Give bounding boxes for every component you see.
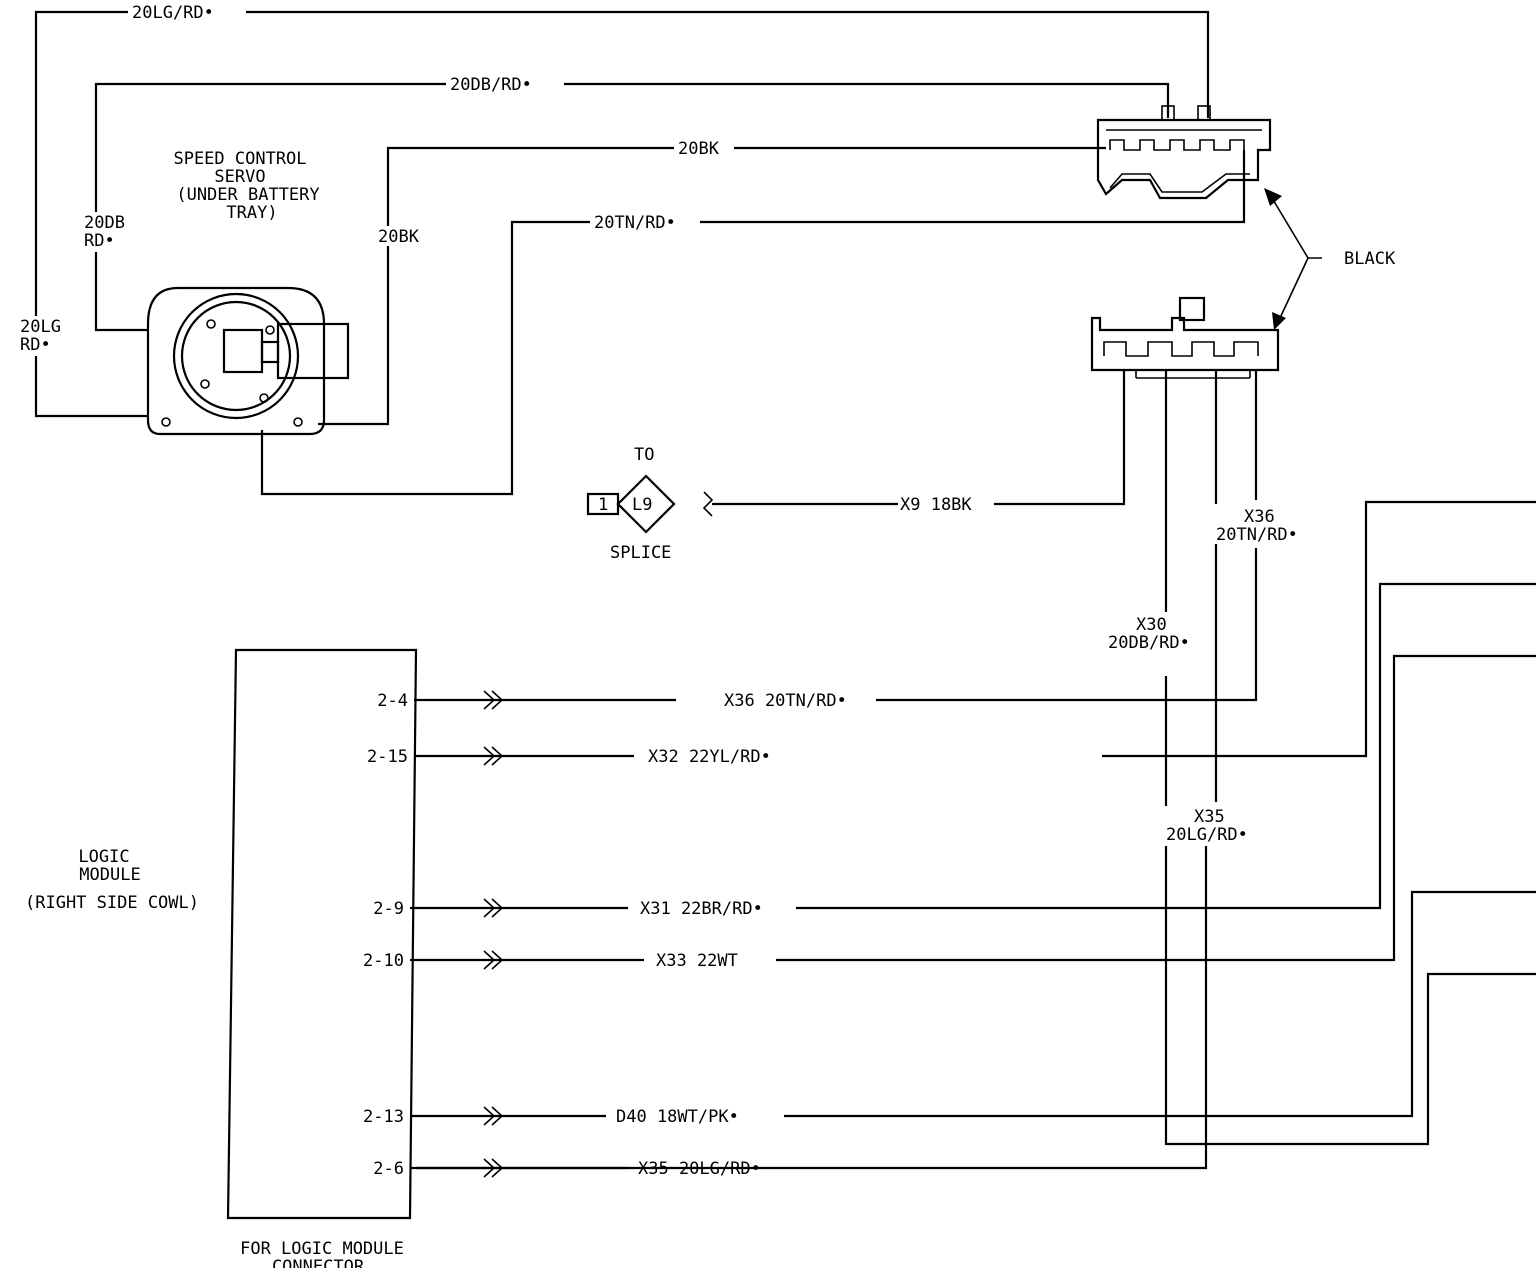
wire-label-20db-left-1: 20DB	[84, 213, 125, 233]
bg	[1104, 614, 1214, 654]
harness-x30-1: X30	[1136, 615, 1167, 635]
servo-wire-20bk	[318, 146, 1106, 426]
wire-label-20tn-top: 20TN/RD•	[594, 213, 676, 233]
bg	[128, 2, 246, 22]
wire-label-20lg-left-1: 20LG	[20, 317, 61, 337]
pin-row-2-13: 2-13 D40 18WT/PK•	[363, 1106, 739, 1127]
servo-connector-top	[1096, 105, 1272, 200]
logic-module-title: LOGIC MODULE (RIGHT SIDE COWL)	[25, 847, 199, 913]
servo-wire-20tn	[260, 150, 1246, 496]
servo-title-line-2: SERVO	[214, 167, 265, 187]
splice-label: SPLICE	[610, 543, 671, 563]
logic-module-pins: 2-4 X36 20TN/RD• 2-15 X32 22YL/RD• 2-9 X31 22…	[363, 690, 847, 1179]
servo-wire-20db	[94, 82, 1170, 332]
wire-label-20lg-left-2: RD•	[20, 335, 51, 355]
pin-row-2-6: 2-6 X35 20LG/RD•	[373, 1158, 761, 1179]
bg	[674, 138, 734, 158]
splice-to-label: TO	[634, 445, 654, 465]
pin-number: 2-10	[363, 951, 404, 971]
pin-row-2-4: 2-4 X36 20TN/RD•	[377, 690, 847, 711]
wire-label-20lg-top: 20LG/RD•	[132, 3, 214, 23]
bg	[898, 494, 994, 514]
logic-module: LOGIC MODULE (RIGHT SIDE COWL) FOR LOGIC…	[25, 648, 418, 1268]
splice-pin: 1	[598, 495, 608, 515]
logic-module-title-2: MODULE	[79, 865, 140, 885]
logic-module-title-1: LOGIC	[78, 847, 129, 867]
connector-color-callout: BLACK	[1264, 188, 1396, 330]
pin-wire-label: X32 22YL/RD•	[648, 747, 771, 767]
speed-control-servo	[146, 286, 350, 436]
pin-number: 2-13	[363, 1107, 404, 1127]
harness-x36-1: X36	[1244, 507, 1275, 527]
pin-wire-label: X31 22BR/RD•	[640, 899, 763, 919]
pin-wire-label: X35 20LG/RD•	[638, 1159, 761, 1179]
harness-connector-mid	[1090, 296, 1280, 379]
servo-title: SPEED CONTROL SERVO (UNDER BATTERY TRAY)	[173, 149, 319, 223]
pin-wire-label: X36 20TN/RD•	[724, 691, 847, 711]
bg	[1164, 806, 1274, 846]
bg	[374, 226, 434, 246]
pin-row-2-10: 2-10 X33 22WT	[363, 950, 738, 971]
pin-number: 2-6	[373, 1159, 404, 1179]
bg	[446, 74, 564, 94]
pin-row-2-15: 2-15 X32 22YL/RD•	[367, 746, 771, 767]
connector-caption-1: FOR LOGIC MODULE	[240, 1239, 404, 1259]
wire-label-20bk-top: 20BK	[678, 139, 720, 159]
bg	[590, 212, 700, 232]
harness-x36-2: 20TN/RD•	[1216, 525, 1298, 545]
pin-number: 2-9	[373, 899, 404, 919]
wire-label-20db-left-2: RD•	[84, 231, 115, 251]
wire-label-20db-top: 20DB/RD•	[450, 75, 532, 95]
pin-row-2-9: 2-9 X31 22BR/RD•	[373, 898, 763, 919]
pin-number: 2-15	[367, 747, 408, 767]
harness-x35-1: X35	[1194, 807, 1225, 827]
connector-caption-2: CONNECTOR	[272, 1257, 365, 1268]
servo-title-line-4: TRAY)	[226, 203, 277, 223]
servo-wire-20lg	[34, 10, 1210, 418]
wire-label-20bk-right: 20BK	[378, 227, 420, 247]
logic-module-title-3: (RIGHT SIDE COWL)	[25, 893, 199, 913]
bg	[1214, 504, 1324, 544]
bg	[80, 212, 140, 252]
splice-l9: TO 1 L9 SPLICE	[586, 445, 714, 563]
splice-wire-label: X9 18BK	[900, 495, 972, 515]
connector-color-label: BLACK	[1344, 249, 1396, 269]
harness-x30-2: 20DB/RD•	[1108, 633, 1190, 653]
pin-wire-label: D40 18WT/PK•	[616, 1107, 739, 1127]
bg	[18, 316, 80, 356]
harness-x35-2: 20LG/RD•	[1166, 825, 1248, 845]
servo-title-line-1: SPEED CONTROL	[173, 149, 306, 169]
servo-title-line-3: (UNDER BATTERY	[176, 185, 319, 205]
pin-number: 2-4	[377, 691, 408, 711]
splice-id: L9	[632, 495, 652, 515]
pin-wire-label: X33 22WT	[656, 951, 738, 971]
